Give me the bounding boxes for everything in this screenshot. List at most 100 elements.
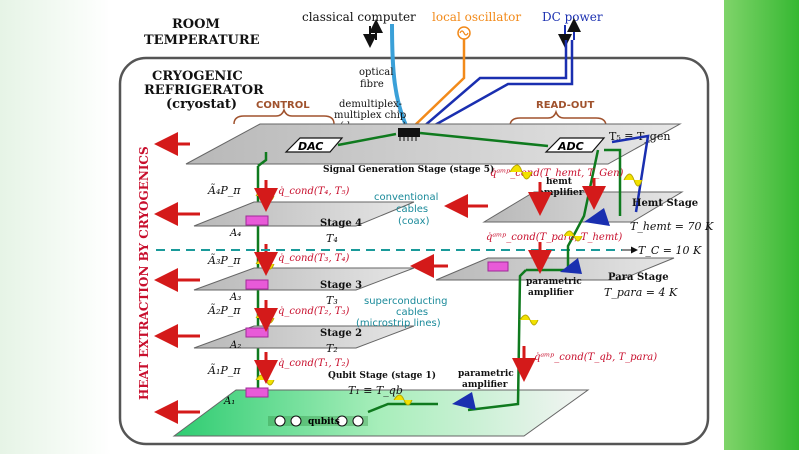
attenuator-a1: A₁: [223, 387, 269, 407]
stage4-label: Stage 4: [320, 218, 362, 229]
room-label-line1: ROOM: [172, 17, 220, 32]
readout-brace: [509, 109, 607, 127]
qubit-readout-pulse: [393, 394, 413, 406]
heat-flow-label-4-5: q̇_cond(T₄, T₅): [278, 186, 349, 197]
svg-text:A₁: A₁: [223, 396, 235, 407]
attenuator-a4: A₄: [229, 215, 269, 239]
heat-extraction-label: HEAT EXTRACTION BY CRYOGENICS: [137, 146, 151, 400]
classical-computer-label: classical computer: [302, 10, 416, 24]
hemt-temp: T_hemt = 70 K: [630, 220, 714, 233]
control-section-label: CONTROL: [256, 100, 310, 111]
hemt-amplifier-icon: [584, 208, 610, 226]
dc-power-line: [421, 40, 568, 129]
qubit-readout-line: [367, 402, 438, 414]
stage3-pi-power: Ã₃P_π: [207, 253, 241, 267]
dac-chip-line: [337, 132, 397, 147]
chip-label-line2: multiplex chip: [334, 110, 406, 121]
para-amp-label-line2: amplifier: [528, 288, 574, 298]
para-attenuator: [487, 261, 509, 272]
stage4-temp: T₄: [326, 232, 338, 245]
oscillator-line: [411, 39, 466, 129]
stage3-temp: T₃: [326, 294, 338, 307]
cryostat-outline: [118, 56, 710, 446]
conventional-cables-line2: cables: [396, 204, 428, 215]
demux-mux-chip: [398, 128, 420, 141]
readout-pulse-low: [519, 314, 539, 326]
qubit-stage-label: Qubit Stage (stage 1): [328, 370, 436, 381]
cryo-label-line3: (cryostat): [166, 97, 237, 112]
dc-power-line-2: [425, 40, 574, 132]
readout-pulse-top: [509, 164, 533, 180]
cryo-label-line1: CRYOGENIC: [152, 69, 243, 84]
cryo-label-line2: REFRIGERATOR: [144, 83, 264, 98]
stage4-pi-power: Ã₄P_π: [207, 183, 241, 197]
qubit-amp-heat-label: q̇ᵃᵐᵖ_cond(T_qb, T_para): [534, 352, 657, 363]
readout-section-label: READ-OUT: [536, 100, 595, 111]
dac-label: DAC: [298, 140, 323, 153]
svg-text:A₂: A₂: [229, 340, 241, 351]
qubits-label: qubits: [308, 417, 340, 427]
stage3-plate: [193, 267, 415, 291]
room-temperature-label: ROOM TEMPERATURE: [144, 17, 260, 48]
qubit-array: qubits: [268, 415, 368, 427]
para-amplifier-icon: [560, 258, 582, 274]
hemt-amp-label-line1: hemt: [546, 177, 573, 187]
right-green-band: [724, 0, 799, 450]
chip-label-line1: demultiplex-: [339, 99, 402, 110]
qubit-stage-temp: T₁ ≡ T_qb: [348, 384, 403, 397]
classical-computer-arrows-icon: [363, 19, 383, 48]
dc-power-arrows-icon: [558, 18, 581, 48]
svg-text:A₄: A₄: [229, 228, 241, 239]
superconducting-cables-line1: superconducting: [364, 296, 447, 307]
superconducting-cables-line2: cables: [396, 307, 428, 318]
heat-flow-label-3-4: q̇_cond(T₃, T₄): [278, 253, 349, 264]
adc-label: ADC: [557, 140, 584, 153]
attenuator-a3: A₃: [229, 279, 269, 303]
readout-pulse-right: [623, 173, 643, 187]
stage1-pi-power: Ã₁P_π: [207, 363, 241, 377]
cryogenic-refrigerator-label: CRYOGENIC REFRIGERATOR (cryostat): [144, 69, 264, 112]
para-amp-label-line1: parametric: [526, 277, 582, 287]
local-oscillator-label: local oscillator: [432, 10, 521, 24]
stage4-plate: [193, 201, 415, 227]
oscillator-icon: [457, 26, 471, 40]
qubit-amp-label-line2: amplifier: [462, 380, 508, 390]
optical-fibre-label-line2: fibre: [360, 79, 384, 90]
hemt-stage-label: Hemt Stage: [632, 198, 698, 209]
conventional-cables-line1: conventional: [374, 192, 438, 203]
para-temp: T_para = 4 K: [604, 286, 678, 299]
cryostat-diagram: ROOM TEMPERATURE CRYOGENIC REFRIGERATOR …: [108, 0, 724, 450]
superconducting-cables-line3: (microstrip lines): [356, 318, 441, 329]
stage2-label: Stage 2: [320, 328, 362, 339]
qubit-parametric-amplifier-icon: [452, 392, 476, 410]
svg-text:A₃: A₃: [229, 292, 241, 303]
stage5-plate: [185, 123, 682, 165]
control-brace: [233, 107, 335, 125]
hemt-heat-label: q̇ᵃᵐᵖ_cond(T_hemt, T_Gen): [490, 168, 624, 179]
tc-label: T_C = 10 K: [638, 244, 702, 257]
stage5-label: Signal Generation Stage (stage 5): [323, 164, 494, 175]
optical-fibre: [390, 23, 410, 131]
readout-line-lower: [467, 269, 527, 412]
conventional-cables-line3: (coax): [398, 216, 430, 227]
optical-fibre-label-line1: optical: [359, 67, 393, 78]
para-stage-label: Para Stage: [608, 272, 669, 283]
dac-down-line: [257, 152, 268, 167]
hemt-amp-label-line2: amplifier: [538, 188, 584, 198]
hemt-dc-line: [611, 134, 650, 213]
heat-flow-label-1-2: q̇_cond(T₁, T₂): [278, 358, 349, 369]
para-heat-label: q̇ᵃᵐᵖ_cond(T_para, T_hemt): [486, 232, 622, 243]
readout-pulse-mid: [563, 230, 583, 242]
dac-block: DAC: [284, 137, 344, 153]
dc-power-label: DC power: [542, 10, 603, 24]
qubit-amp-label-line1: parametric: [458, 369, 514, 379]
stage3-label: Stage 3: [320, 280, 362, 291]
readout-line-side: [604, 148, 622, 216]
stage2-pi-power: Ã₂P_π: [207, 303, 241, 317]
stage2-temp: T₂: [326, 342, 338, 355]
adc-block: ADC: [544, 137, 606, 153]
chip-adc-line: [419, 131, 549, 148]
stage2-plate: [193, 325, 415, 349]
heat-flow-label-2-3: q̇_cond(T₂, T₃): [278, 306, 349, 317]
room-label-line2: TEMPERATURE: [144, 33, 260, 48]
